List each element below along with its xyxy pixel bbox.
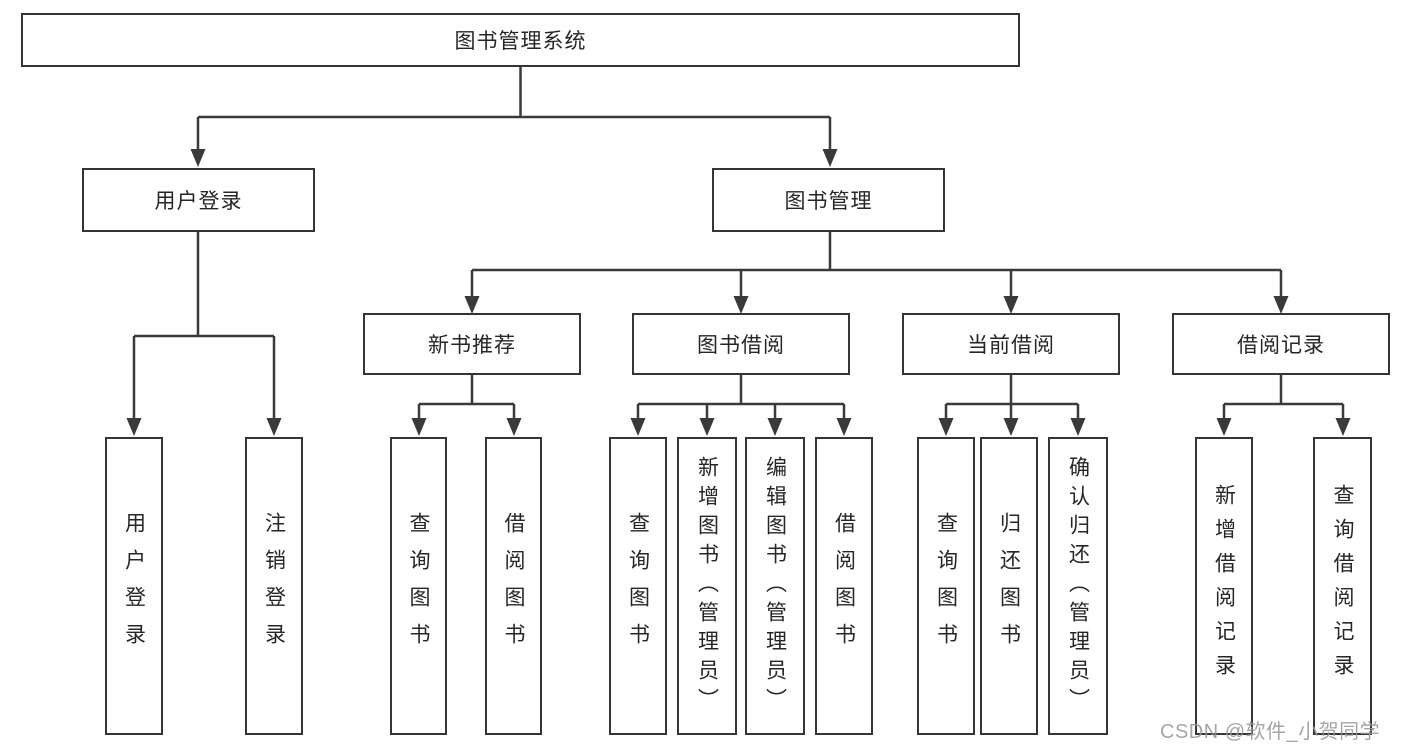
leaf-user-login-label: 用户登录	[122, 512, 146, 660]
node-book-management: 图书管理	[712, 168, 945, 232]
leaf-logout-label: 注销登录	[262, 512, 286, 660]
node-borrow-records: 借阅记录	[1172, 313, 1390, 375]
leaf-query-borrow-record: 查询借阅记录	[1313, 437, 1372, 735]
node-current-borrowing: 当前借阅	[902, 313, 1120, 375]
leaf-logout: 注销登录	[245, 437, 303, 735]
node-user-login: 用户登录	[82, 168, 315, 232]
leaf-query-books-recommend: 查询图书	[390, 437, 447, 735]
leaf-confirm-return-admin: 确认归还（管理员）	[1048, 437, 1108, 735]
leaf-query-borrow-record-label: 查询借阅记录	[1331, 484, 1354, 688]
leaf-borrow-books-borrow-label: 借阅图书	[832, 512, 856, 660]
leaf-return-book: 归还图书	[980, 437, 1038, 735]
node-current-borrowing-label: 当前借阅	[967, 334, 1055, 357]
leaf-borrow-books-borrow: 借阅图书	[815, 437, 873, 735]
leaf-query-books-recommend-label: 查询图书	[407, 512, 430, 660]
node-new-book-recommend-label: 新书推荐	[428, 334, 516, 357]
leaf-borrow-books-recommend: 借阅图书	[485, 437, 542, 735]
node-borrow-records-label: 借阅记录	[1237, 334, 1325, 357]
leaf-add-book-admin-label: 新增图书（管理员）	[695, 455, 719, 717]
node-new-book-recommend: 新书推荐	[363, 313, 581, 375]
leaf-edit-book-admin: 编辑图书（管理员）	[745, 437, 805, 735]
leaf-return-book-label: 归还图书	[997, 512, 1021, 660]
node-book-borrowing: 图书借阅	[632, 313, 850, 375]
leaf-add-borrow-record: 新增借阅记录	[1195, 437, 1253, 735]
leaf-query-books-borrow: 查询图书	[609, 437, 667, 735]
leaf-confirm-return-admin-label: 确认归还（管理员）	[1066, 455, 1090, 717]
node-library-system-label: 图书管理系统	[454, 30, 587, 53]
csdn-watermark: CSDN @软件_小贺同学	[1160, 721, 1381, 743]
node-library-system: 图书管理系统	[21, 13, 1020, 67]
node-user-login-label: 用户登录	[154, 190, 243, 213]
node-book-borrowing-label: 图书借阅	[697, 334, 785, 357]
leaf-user-login: 用户登录	[105, 437, 163, 735]
leaf-query-books-current-label: 查询图书	[934, 512, 958, 660]
leaf-query-books-borrow-label: 查询图书	[626, 512, 650, 660]
leaf-add-book-admin: 新增图书（管理员）	[677, 437, 737, 735]
leaf-edit-book-admin-label: 编辑图书（管理员）	[763, 455, 787, 717]
leaf-borrow-books-recommend-label: 借阅图书	[502, 512, 525, 660]
leaf-query-books-current: 查询图书	[917, 437, 975, 735]
leaf-add-borrow-record-label: 新增借阅记录	[1212, 484, 1236, 688]
node-book-management-label: 图书管理	[784, 190, 873, 213]
